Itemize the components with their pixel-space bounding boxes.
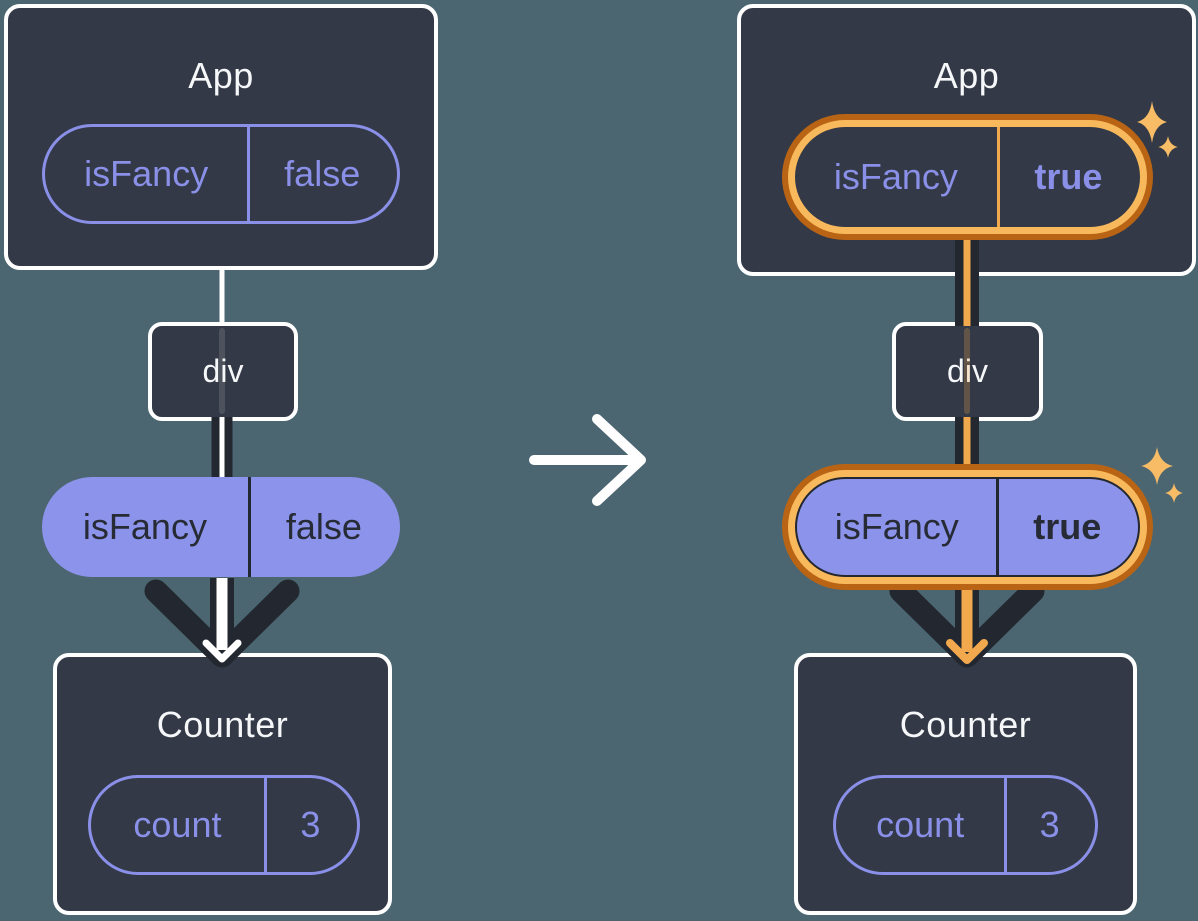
component-title: Counter bbox=[899, 704, 1032, 745]
highlight-ring: isFancy true bbox=[788, 470, 1147, 584]
component-title: App bbox=[933, 55, 1000, 96]
transform-arrow-icon bbox=[529, 414, 646, 506]
state-key: isFancy bbox=[84, 153, 209, 194]
sparkle-icon bbox=[1165, 483, 1183, 503]
sparkle-icon bbox=[1141, 447, 1173, 485]
counter-component-box: Counter bbox=[794, 653, 1137, 915]
prop-key: isFancy bbox=[82, 506, 207, 547]
app-state-pill: isFancy false bbox=[42, 124, 400, 224]
state-value: false bbox=[284, 153, 361, 194]
prop-value: true bbox=[1033, 506, 1102, 547]
div-element-box: div bbox=[148, 322, 298, 421]
div-label: div bbox=[202, 353, 244, 389]
div-element-box: div bbox=[892, 322, 1043, 421]
state-value: true bbox=[1034, 156, 1103, 197]
highlighted-prop-pill: isFancy true bbox=[782, 464, 1153, 590]
state-key: count bbox=[133, 804, 222, 845]
div-label: div bbox=[947, 353, 988, 389]
state-key: isFancy bbox=[833, 156, 958, 197]
component-title: Counter bbox=[156, 704, 289, 745]
counter-state-pill: count 3 bbox=[833, 775, 1098, 875]
prop-arrowhead-outline bbox=[144, 579, 300, 668]
prop-value: false bbox=[285, 506, 362, 547]
prop-pill: isFancy false bbox=[42, 477, 400, 577]
state-key: count bbox=[876, 804, 965, 845]
prop-arrowhead-outline bbox=[889, 579, 1045, 668]
pill-divider bbox=[247, 127, 251, 221]
state-value: 3 bbox=[300, 804, 321, 845]
highlight-ring: isFancy true bbox=[788, 120, 1147, 234]
component-title: App bbox=[188, 55, 254, 96]
prop-key: isFancy bbox=[834, 506, 959, 547]
counter-state-pill: count 3 bbox=[88, 775, 360, 875]
pill-divider bbox=[1004, 778, 1008, 872]
pill-divider bbox=[996, 479, 1000, 575]
pill-divider bbox=[247, 477, 251, 577]
pill-divider bbox=[996, 127, 1000, 227]
pill-divider bbox=[263, 778, 267, 872]
highlighted-app-state-pill: isFancy true bbox=[782, 114, 1153, 240]
state-value: 3 bbox=[1039, 804, 1060, 845]
